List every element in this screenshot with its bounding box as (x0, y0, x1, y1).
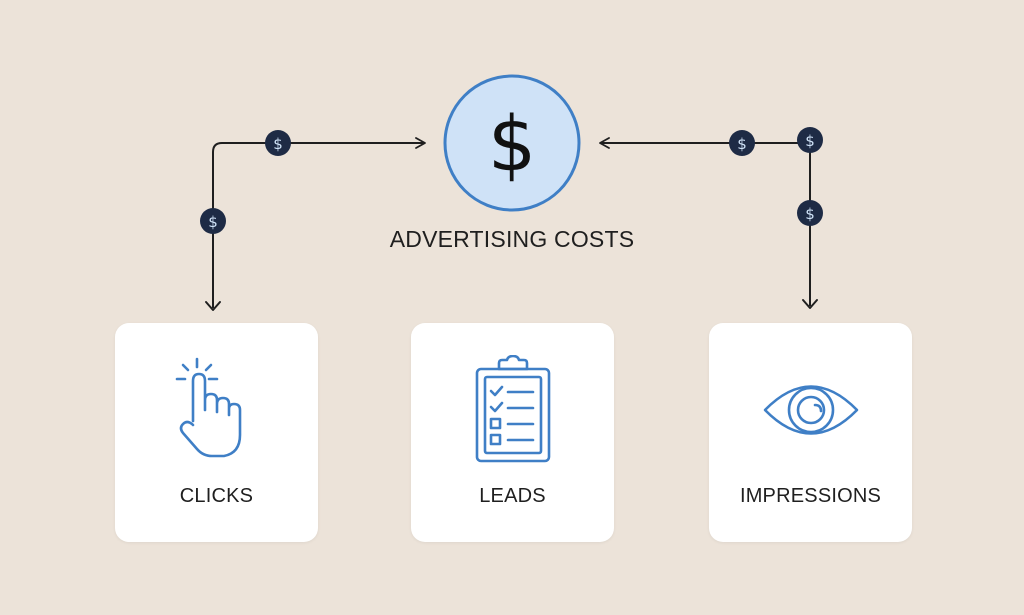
svg-text:$: $ (805, 205, 815, 223)
coin-icon: $ (200, 208, 226, 234)
coin-icon: $ (265, 130, 291, 156)
coin-icon: $ (797, 200, 823, 226)
leads-card: LEADS (411, 323, 614, 542)
pointer-hand-icon (172, 355, 262, 470)
svg-text:$: $ (273, 135, 283, 153)
svg-text:$: $ (737, 135, 747, 153)
svg-text:$: $ (208, 213, 218, 231)
left-down-arrowhead (205, 301, 221, 311)
center-dollar-sign: $ (488, 99, 536, 188)
eye-icon (761, 375, 861, 450)
svg-text:$: $ (805, 132, 815, 150)
clicks-label: CLICKS (179, 485, 254, 507)
right-down-arrowhead (802, 299, 818, 309)
impressions-card: IMPRESSIONS (709, 323, 912, 542)
leads-label: LEADS (479, 485, 546, 507)
clicks-card: CLICKS (115, 323, 318, 542)
center-dollar-circle (443, 74, 581, 212)
diagram-title: ADVERTISING COSTS (389, 226, 635, 252)
coin-icon: $ (797, 127, 823, 153)
left-connector-line (212, 137, 426, 308)
coin-icon: $ (729, 130, 755, 156)
impressions-label: IMPRESSIONS (739, 485, 882, 507)
clipboard-checklist-icon (473, 354, 553, 470)
